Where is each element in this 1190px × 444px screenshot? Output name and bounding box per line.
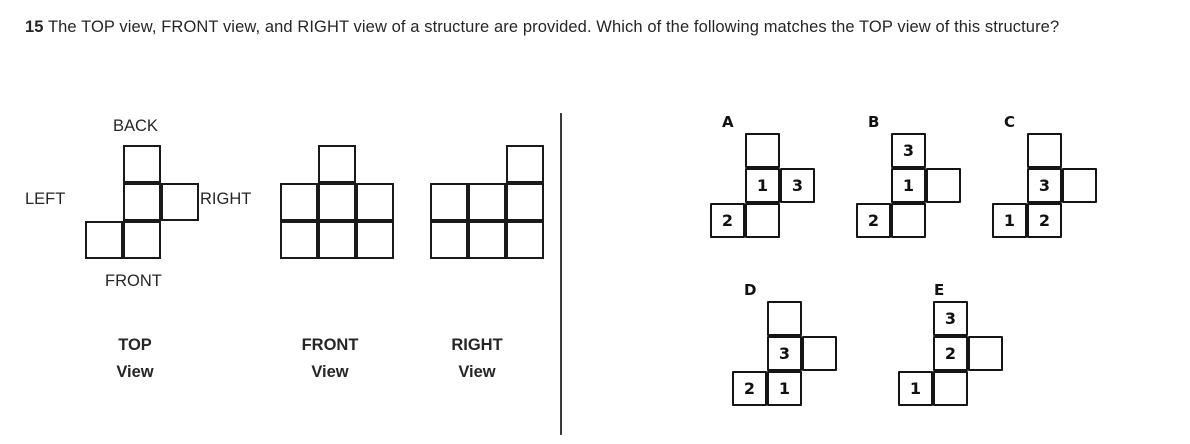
caption-top-view-line2: View (116, 363, 154, 381)
grid-cell (767, 301, 802, 336)
caption-top-view-line1: TOP (118, 336, 152, 354)
grid-cell-value: 2 (1027, 203, 1062, 238)
grid-cell-value: 3 (767, 336, 802, 371)
grid-cell (468, 221, 506, 259)
grid-cell (745, 133, 780, 168)
grid-cell (123, 183, 161, 221)
caption-top-view: TOP View (90, 332, 180, 386)
figure-top-view (85, 145, 199, 259)
grid-cell-value: 1 (745, 168, 780, 203)
grid-cell (123, 221, 161, 259)
grid-top-view (85, 145, 199, 259)
grid-cell-value: 3 (780, 168, 815, 203)
grid-cell (1027, 133, 1062, 168)
grid-cell (123, 145, 161, 183)
grid-cell-value: 2 (933, 336, 968, 371)
caption-right-view: RIGHT View (432, 332, 522, 386)
grid-right-view (430, 145, 544, 259)
grid-cell (745, 203, 780, 238)
option-label-d: D (744, 281, 757, 299)
grid-cell-value: 1 (898, 371, 933, 406)
grid-cell-value: 3 (1027, 168, 1062, 203)
grid-cell (926, 168, 961, 203)
grid-cell-value: 1 (992, 203, 1027, 238)
question-number: 15 (25, 18, 44, 36)
grid-cell-value: 3 (933, 301, 968, 336)
caption-front-view: FRONT View (285, 332, 375, 386)
figure-front-view (280, 145, 394, 259)
grid-cell (506, 183, 544, 221)
grid-cell-value: 1 (891, 168, 926, 203)
figure-right-view (430, 145, 544, 259)
question-prompt: 15 The TOP view, FRONT view, and RIGHT v… (25, 14, 1175, 40)
question-body: The TOP view, FRONT view, and RIGHT view… (47, 18, 1060, 36)
grid-cell (356, 221, 394, 259)
grid-cell (318, 183, 356, 221)
orientation-label-left: LEFT (25, 190, 66, 208)
grid-cell (506, 221, 544, 259)
caption-front-view-line2: View (311, 363, 349, 381)
grid-cell-value: 2 (732, 371, 767, 406)
grid-front-view (280, 145, 394, 259)
grid-cell (318, 145, 356, 183)
grid-cell-value: 3 (891, 133, 926, 168)
grid-cell (356, 183, 394, 221)
grid-cell (280, 221, 318, 259)
orientation-label-back: BACK (113, 117, 158, 135)
grid-cell (161, 183, 199, 221)
option-label-e: E (934, 281, 945, 299)
caption-right-view-line1: RIGHT (451, 336, 503, 354)
grid-cell (802, 336, 837, 371)
grid-cell (506, 145, 544, 183)
caption-front-view-line1: FRONT (301, 336, 359, 354)
grid-cell (280, 183, 318, 221)
grid-cell (933, 371, 968, 406)
grid-cell (968, 336, 1003, 371)
grid-cell (318, 221, 356, 259)
orientation-label-front: FRONT (105, 272, 162, 290)
grid-cell (430, 221, 468, 259)
grid-cell (468, 183, 506, 221)
caption-right-view-line2: View (458, 363, 496, 381)
option-label-c: C (1004, 113, 1016, 131)
grid-cell (85, 221, 123, 259)
grid-cell (1062, 168, 1097, 203)
option-label-a: A (722, 113, 734, 131)
orientation-label-right: RIGHT (200, 190, 252, 208)
grid-cell (891, 203, 926, 238)
grid-cell-value: 1 (767, 371, 802, 406)
vertical-divider (560, 113, 563, 435)
grid-cell (430, 183, 468, 221)
grid-cell-value: 2 (856, 203, 891, 238)
grid-cell-value: 2 (710, 203, 745, 238)
option-label-b: B (868, 113, 880, 131)
